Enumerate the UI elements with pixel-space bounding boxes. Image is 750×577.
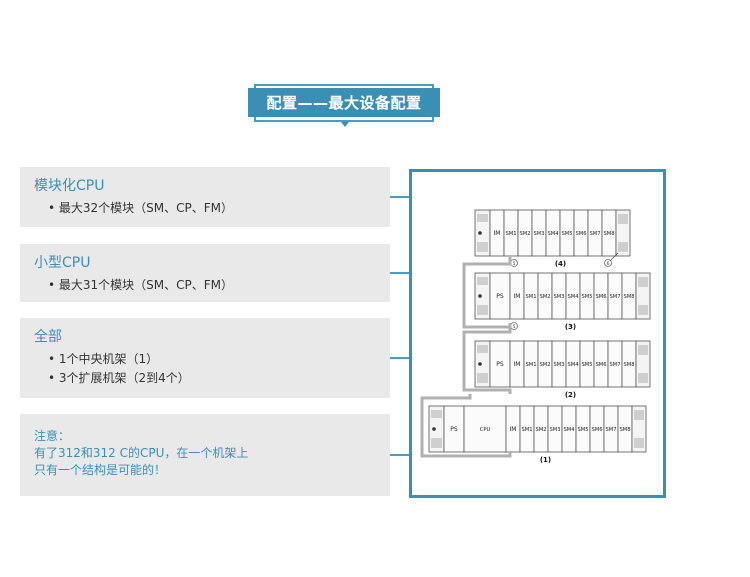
rack-label: (4) xyxy=(555,260,566,268)
module-label: SM4 xyxy=(567,294,579,300)
connector-line xyxy=(390,454,409,456)
module-label: IM xyxy=(514,293,521,300)
connector-line xyxy=(390,357,409,359)
module-label: SM3 xyxy=(533,231,544,237)
panel-bullet: 最大31个模块（SM、CP、FM） xyxy=(48,276,376,295)
module-label: PS xyxy=(496,361,504,368)
module-label: SM2 xyxy=(539,294,550,300)
interface-cable xyxy=(462,323,512,394)
module-label: SM3 xyxy=(549,427,560,433)
rack-led xyxy=(432,427,436,431)
rack-end-cap-detail xyxy=(638,277,648,287)
rack-end-cap-detail xyxy=(618,242,628,252)
title-pointer xyxy=(341,122,349,127)
module-label: SM5 xyxy=(561,231,572,237)
module-label: SM7 xyxy=(609,362,620,368)
module-label: SM1 xyxy=(525,362,536,368)
rack-end-cap-detail xyxy=(431,438,442,448)
rack-led xyxy=(478,294,482,298)
rack-end-cap-detail xyxy=(477,345,488,353)
module-label: SM7 xyxy=(589,231,600,237)
module-label: PS xyxy=(496,293,504,300)
rack-end-cap-detail xyxy=(477,214,488,222)
module-label: SM8 xyxy=(603,231,614,237)
rack-end-cap-detail xyxy=(431,410,442,418)
rack-led xyxy=(478,362,482,366)
rack-led xyxy=(478,231,482,235)
rack-end-cap-detail xyxy=(618,214,628,224)
module-label: SM2 xyxy=(519,231,530,237)
module-label: SM1 xyxy=(521,427,532,433)
panel-heading: 小型CPU xyxy=(34,255,91,271)
module-label: SM4 xyxy=(567,362,579,368)
module-label: SM7 xyxy=(609,294,620,300)
note-line: 只有一个结构是可能的！ xyxy=(34,463,167,477)
rack-end-cap-detail xyxy=(638,345,648,355)
module-label: SM8 xyxy=(623,294,634,300)
module-label: SM1 xyxy=(525,294,536,300)
interface-cable xyxy=(420,394,512,458)
rack-label: (1) xyxy=(540,456,551,464)
interface-cable xyxy=(462,257,512,329)
rack-end-cap-detail xyxy=(477,242,488,252)
rack-end-cap-detail xyxy=(477,305,488,315)
module-slot xyxy=(463,405,507,453)
panel-heading: 全部 xyxy=(34,329,62,345)
module-label: CPU xyxy=(480,427,491,433)
module-label: SM4 xyxy=(563,427,575,433)
module-label: IM xyxy=(510,426,517,433)
panel-note: 注意： 有了312和312 C的CPU，在一个机架上 只有一个结构是可能的！ xyxy=(20,414,390,496)
module-label: SM5 xyxy=(581,362,592,368)
connector-line xyxy=(390,196,409,198)
panel-heading: 模块化CPU xyxy=(34,178,105,194)
connector-marker-label: 5 xyxy=(513,324,516,330)
module-label: SM6 xyxy=(591,427,602,433)
module-label: IM xyxy=(514,361,521,368)
module-label: SM6 xyxy=(575,231,586,237)
rack-label: (2) xyxy=(565,391,576,399)
connector-line xyxy=(390,272,409,274)
module-label: SM2 xyxy=(535,427,546,433)
panel-all: 全部 1个中央机架（1） 3个扩展机架（2到4个） xyxy=(20,318,390,398)
module-label: SM5 xyxy=(581,294,592,300)
module-label: SM8 xyxy=(619,427,630,433)
module-label: SM6 xyxy=(595,362,606,368)
panel-bullet: 最大32个模块（SM、CP、FM） xyxy=(48,199,376,218)
module-label: SM5 xyxy=(577,427,588,433)
module-label: SM6 xyxy=(595,294,606,300)
page-title: 配置——最大设备配置 xyxy=(248,88,440,117)
panel-bullet: 1个中央机架（1） xyxy=(48,350,376,369)
connector-marker-label: 5 xyxy=(513,261,516,267)
rack-label: (3) xyxy=(565,323,576,331)
panel-bullet: 3个扩展机架（2到4个） xyxy=(48,369,376,388)
terminator-marker-icon xyxy=(604,259,612,267)
panel-compact-cpu: 小型CPU 最大31个模块（SM、CP、FM） xyxy=(20,244,390,302)
panel-modular-cpu: 模块化CPU 最大32个模块（SM、CP、FM） xyxy=(20,167,390,227)
module-label: SM7 xyxy=(605,427,616,433)
terminator-marker-label: 6 xyxy=(607,261,610,267)
rack-end-cap-detail xyxy=(638,373,648,383)
module-label: PS xyxy=(450,426,458,433)
module-label: IM xyxy=(494,230,501,237)
rack-end-cap-detail xyxy=(638,305,648,315)
module-label: SM2 xyxy=(539,362,550,368)
module-label: SM1 xyxy=(505,231,516,237)
rack-end-cap-detail xyxy=(634,438,644,448)
module-label: SM3 xyxy=(553,294,564,300)
module-label: SM4 xyxy=(547,231,559,237)
rack-end-cap-detail xyxy=(634,410,644,420)
module-label: SM8 xyxy=(623,362,634,368)
note-line: 有了312和312 C的CPU，在一个机架上 xyxy=(34,446,249,460)
module-label: SM3 xyxy=(553,362,564,368)
rack-end-cap-detail xyxy=(477,373,488,383)
rack-end-cap-detail xyxy=(477,277,488,285)
note-label: 注意： xyxy=(34,429,71,443)
terminator-leader xyxy=(609,252,619,262)
